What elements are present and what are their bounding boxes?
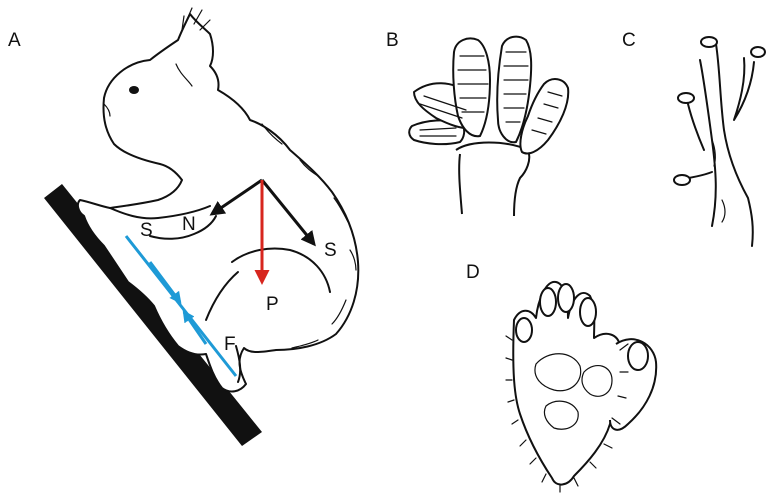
panel-label-b: B (386, 30, 399, 51)
label-s: S (324, 240, 337, 261)
label-p: P (266, 294, 279, 315)
squirrel-foot-drawing (506, 282, 656, 492)
gecko-foot-drawing (409, 37, 568, 216)
squirrel-drawing (78, 8, 358, 391)
label-n: N (182, 214, 196, 235)
panel-c: C (622, 30, 765, 246)
panel-a: A (8, 8, 358, 446)
panel-d: D (466, 262, 656, 492)
panel-label-a: A (8, 30, 21, 51)
panel-label-c: C (622, 30, 636, 51)
label-s-contact: S (140, 220, 153, 241)
panel-b: B (386, 30, 568, 216)
label-f: F (224, 334, 236, 355)
frog-foot-drawing (674, 37, 765, 246)
panel-label-d: D (466, 262, 480, 283)
